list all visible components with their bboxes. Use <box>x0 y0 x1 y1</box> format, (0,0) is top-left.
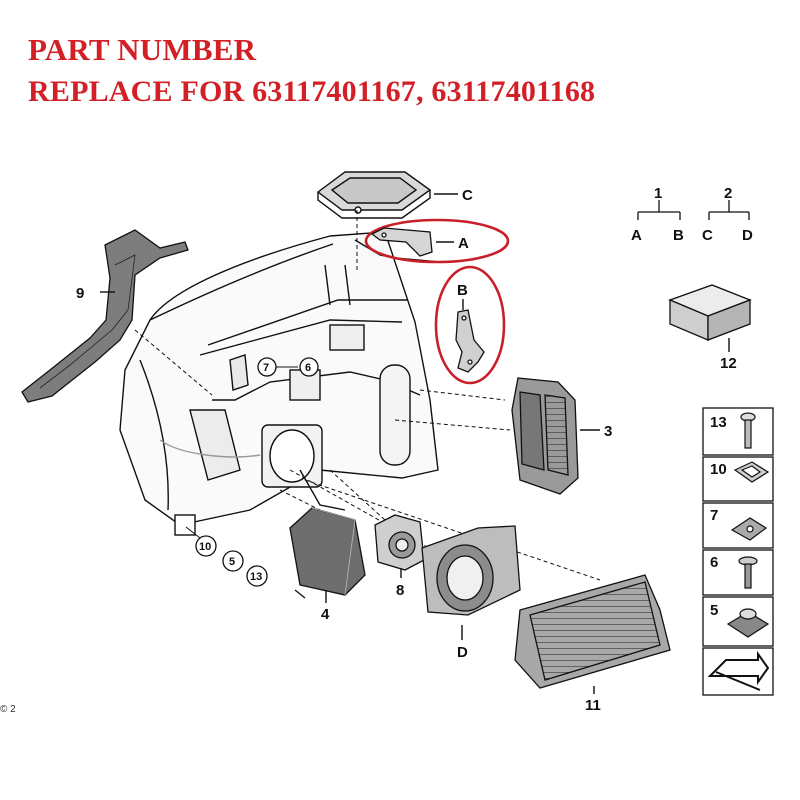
callout-8: 8 <box>396 582 404 599</box>
callout-9: 9 <box>76 285 84 302</box>
legend-child-d: D <box>742 227 753 244</box>
gasket-icon <box>733 461 770 483</box>
arrow-icon <box>707 650 770 691</box>
copyright: © 2 <box>0 704 16 715</box>
part-3-vent <box>511 377 579 495</box>
highlight-ellipse-b <box>434 265 506 385</box>
highlight-ellipse-a <box>364 218 510 264</box>
side-item-13: 13 <box>710 414 727 431</box>
callout-d: D <box>457 644 468 661</box>
part-a-bracket <box>370 227 433 257</box>
bolt-icon <box>740 412 756 449</box>
screw-icon <box>738 556 758 589</box>
legend-child-a: A <box>631 227 642 244</box>
assembly-dashed-lines <box>134 210 601 581</box>
callout-3: 3 <box>604 423 612 440</box>
callout-circle-13: 13 <box>250 571 262 583</box>
side-item-10: 10 <box>710 461 727 478</box>
side-item-6: 6 <box>710 554 718 571</box>
legend-group-1: 1 <box>654 185 662 202</box>
side-item-7: 7 <box>710 507 718 524</box>
callout-circle-6: 6 <box>305 362 311 374</box>
legend-group-2: 2 <box>724 185 732 202</box>
part-8-motor <box>374 514 425 571</box>
legend-child-c: C <box>702 227 713 244</box>
callout-b: B <box>457 282 468 299</box>
header-replace-for: REPLACE FOR 63117401167, 63117401168 <box>28 75 596 108</box>
side-item-5: 5 <box>710 602 718 619</box>
grommet-icon <box>726 608 770 638</box>
callout-circle-7: 7 <box>263 362 269 374</box>
part-12-box <box>668 284 752 341</box>
part-4-module <box>289 507 366 599</box>
header-part-number: PART NUMBER <box>28 32 257 67</box>
legend-tree <box>637 200 750 220</box>
headlamp-housing <box>119 231 441 536</box>
part-9-arm-bracket <box>21 229 189 403</box>
part-11-heatsink <box>514 574 671 689</box>
callout-4: 4 <box>321 606 330 623</box>
callout-circle-5: 5 <box>229 556 235 568</box>
part-d-ring <box>421 525 521 616</box>
callout-circle-10: 10 <box>199 541 211 553</box>
callout-a: A <box>458 235 469 252</box>
legend-child-b: B <box>673 227 684 244</box>
part-c-cover <box>316 171 432 219</box>
part-b-bracket <box>455 309 485 373</box>
callout-11: 11 <box>585 697 601 714</box>
side-panel <box>702 407 774 696</box>
callout-12: 12 <box>720 355 737 372</box>
speed-nut-icon <box>730 517 768 541</box>
callout-c: C <box>462 187 473 204</box>
